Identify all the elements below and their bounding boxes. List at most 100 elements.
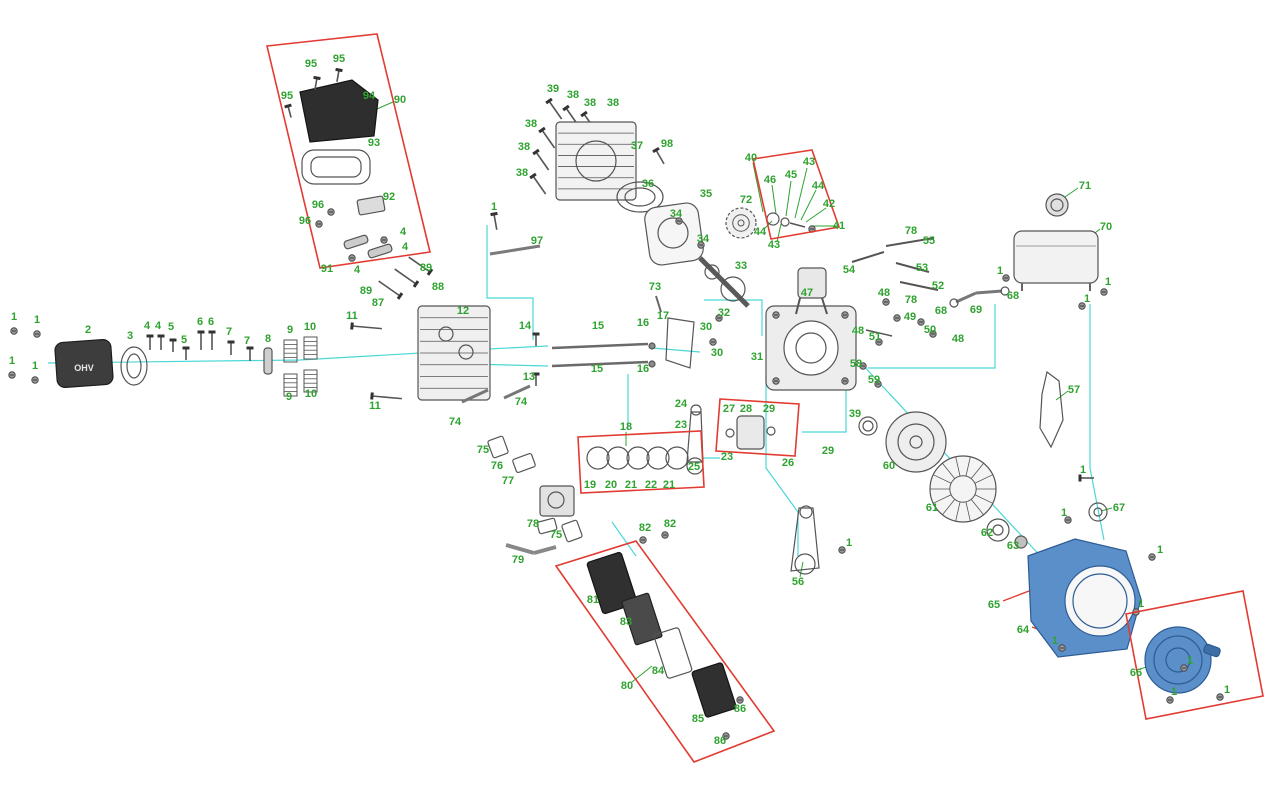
muffler-ohv-text-shape: OHV	[74, 363, 94, 373]
case-bolt-shape	[772, 311, 780, 319]
exhaust-pipe-shape	[503, 384, 531, 400]
part-number-label: 7	[226, 326, 232, 338]
part-number-label: 39	[849, 408, 861, 420]
part-number-label: 38	[607, 97, 619, 109]
part-number-label: 23	[675, 419, 687, 431]
part-number-label: 68	[935, 305, 947, 317]
part-number-label: 38	[518, 141, 530, 153]
part-number-label: 10	[304, 321, 316, 333]
crankcase-cover-shape	[644, 202, 704, 266]
part-number-label: 55	[923, 235, 935, 247]
part-number-label: 4	[144, 320, 151, 332]
part-number-label: 7	[244, 335, 250, 347]
part-number-label: 79	[512, 554, 524, 566]
part-number-label: 38	[516, 167, 528, 179]
intake-pipe-shape	[533, 545, 557, 555]
svg-text:OHV: OHV	[74, 363, 94, 373]
part-number-label: 1	[32, 360, 38, 372]
rod-assembly-shape	[790, 507, 820, 572]
part-number-label: 33	[735, 260, 747, 272]
part-number-label: 47	[801, 287, 813, 299]
part-number-label: 26	[782, 457, 794, 469]
connector-line	[765, 374, 799, 556]
part-number-label: 18	[620, 421, 632, 433]
part-number-label: 81	[587, 594, 599, 606]
breather-tube-shape	[655, 295, 662, 313]
part-number-label: 77	[502, 475, 514, 487]
ignition-coil-shape	[797, 267, 827, 299]
part-number-label: 70	[1100, 221, 1112, 233]
part-number-label: 23	[721, 451, 733, 463]
leader-line	[752, 162, 764, 213]
bolt-shape	[1100, 288, 1108, 296]
head-bolt-shape	[545, 97, 563, 120]
highlight-box	[1125, 590, 1264, 720]
guide-plate-shape	[665, 317, 695, 369]
part-number-label: 46	[764, 174, 776, 186]
part-number-label: 39	[547, 83, 559, 95]
part-number-label: 4	[400, 226, 407, 238]
part-number-label: 65	[988, 599, 1000, 611]
part-number-label: 1	[1105, 276, 1111, 288]
switch-screw-shape	[917, 318, 925, 326]
part-number-label: 15	[592, 320, 604, 332]
highlight-box	[715, 398, 800, 457]
rocker-arm-shape	[367, 243, 393, 259]
bolt-shape	[1002, 274, 1010, 282]
connector-line	[47, 351, 439, 364]
part-number-label: 1	[491, 201, 497, 213]
part-number-label: 22	[645, 479, 657, 491]
piston-ring-shape	[626, 446, 650, 470]
part-number-label: 50	[924, 324, 936, 336]
starter-pulley-shape	[1093, 507, 1103, 517]
filter-cover-shape	[653, 627, 693, 679]
leader-line	[771, 184, 777, 215]
switch-screw-shape	[859, 362, 867, 370]
valve-spring-shape	[303, 336, 318, 360]
bolt-shape	[1166, 696, 1174, 704]
stud-bolt-shape	[157, 334, 165, 350]
tappet-shape	[169, 338, 177, 352]
part-number-label: 96	[312, 199, 324, 211]
starter-cup-shape	[992, 524, 1004, 536]
fuel-cap-shape	[1050, 198, 1064, 212]
cylinder-block-shape	[555, 121, 637, 201]
cover-gasket-shape	[310, 156, 362, 178]
coil-leg-shape	[821, 297, 828, 315]
bolt-shape	[1216, 693, 1224, 701]
part-number-label: 1	[1080, 464, 1086, 476]
part-number-label: 29	[763, 403, 775, 415]
part-number-label: 84	[652, 665, 665, 677]
starter-cup-shape	[986, 518, 1010, 542]
connector-line	[868, 304, 996, 369]
part-number-label: 43	[803, 156, 815, 168]
part-number-label: 43	[768, 239, 780, 251]
part-number-label: 41	[833, 220, 845, 232]
flange-bolt-shape	[350, 322, 382, 330]
part-number-label: 61	[926, 502, 938, 514]
part-number-label: 78	[905, 225, 917, 237]
part-number-label: 80	[621, 680, 633, 692]
part-number-label: 1	[1061, 507, 1067, 519]
valve-shape	[197, 330, 205, 350]
part-number-label: 4	[354, 264, 361, 276]
coil-leg-shape	[795, 297, 801, 315]
rocker-nut-shape	[380, 236, 388, 244]
part-number-label: 36	[642, 178, 654, 190]
part-number-label: 24	[675, 398, 688, 410]
carb-gasket-shape	[536, 517, 558, 535]
part-number-label: 1	[9, 355, 15, 367]
valve-spring-shape	[283, 339, 298, 363]
wire-shape	[865, 329, 893, 337]
carb-gasket-shape	[512, 452, 536, 474]
spark-plug-shape	[378, 280, 404, 300]
part-number-label: 48	[852, 325, 864, 337]
valve-spring-shape	[283, 373, 298, 397]
part-number-label: 1	[1084, 293, 1090, 305]
part-number-label: 1	[34, 314, 40, 326]
part-number-label: 25	[688, 461, 700, 473]
head-bolt-shape	[532, 148, 550, 171]
insulator-shape	[487, 435, 509, 459]
part-number-label: 62	[981, 527, 993, 539]
